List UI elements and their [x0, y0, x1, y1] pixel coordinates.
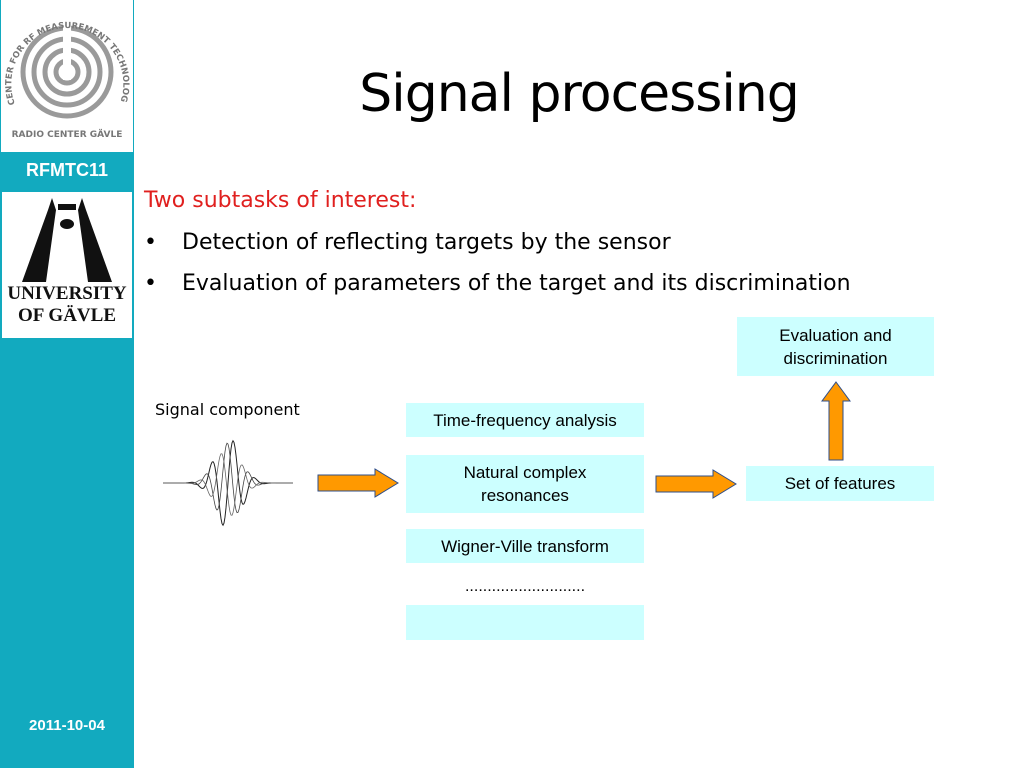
bullet-dot-icon: • [144, 271, 157, 296]
bullet-text: Evaluation of parameters of the target a… [182, 271, 851, 296]
method-box-wigner-ville: Wigner-Ville transform [406, 529, 644, 563]
right-arrow-icon [317, 468, 399, 498]
slide-title: Signal processing [359, 64, 800, 124]
features-box: Set of features [746, 466, 934, 501]
logo-rf-subtext: RADIO CENTER GÄVLE [11, 130, 123, 140]
logo-ug-line2: OF GÄVLE [18, 305, 116, 326]
right-arrow-icon [655, 469, 737, 499]
signal-waveform [163, 439, 293, 527]
university-of-gavle-logo: UNIVERSITY OF GÄVLE [2, 192, 132, 338]
evaluation-box: Evaluation and discrimination [737, 317, 934, 376]
bullet-dot-icon: • [144, 230, 157, 255]
method-box-empty [406, 605, 644, 640]
rf-measurement-logo: CENTER FOR RF MEASUREMENT TECHNOLOGY RAD… [0, 0, 133, 152]
slide-date: 2011-10-04 [29, 717, 105, 734]
method-box-time-frequency: Time-frequency analysis [406, 403, 644, 437]
bullet-text: Detection of reflecting targets by the s… [182, 230, 671, 255]
method-box-complex-resonances: Natural complex resonances [406, 455, 644, 513]
more-methods-ellipsis: ........................... [464, 578, 586, 595]
up-arrow-icon [821, 381, 851, 461]
signal-component-label: Signal component [155, 400, 300, 419]
sidebar: CENTER FOR RF MEASUREMENT TECHNOLOGY RAD… [0, 0, 134, 768]
subheading: Two subtasks of interest: [144, 188, 417, 213]
logo-ug-line1: UNIVERSITY [7, 283, 127, 304]
conference-label: RFMTC11 [25, 160, 108, 180]
